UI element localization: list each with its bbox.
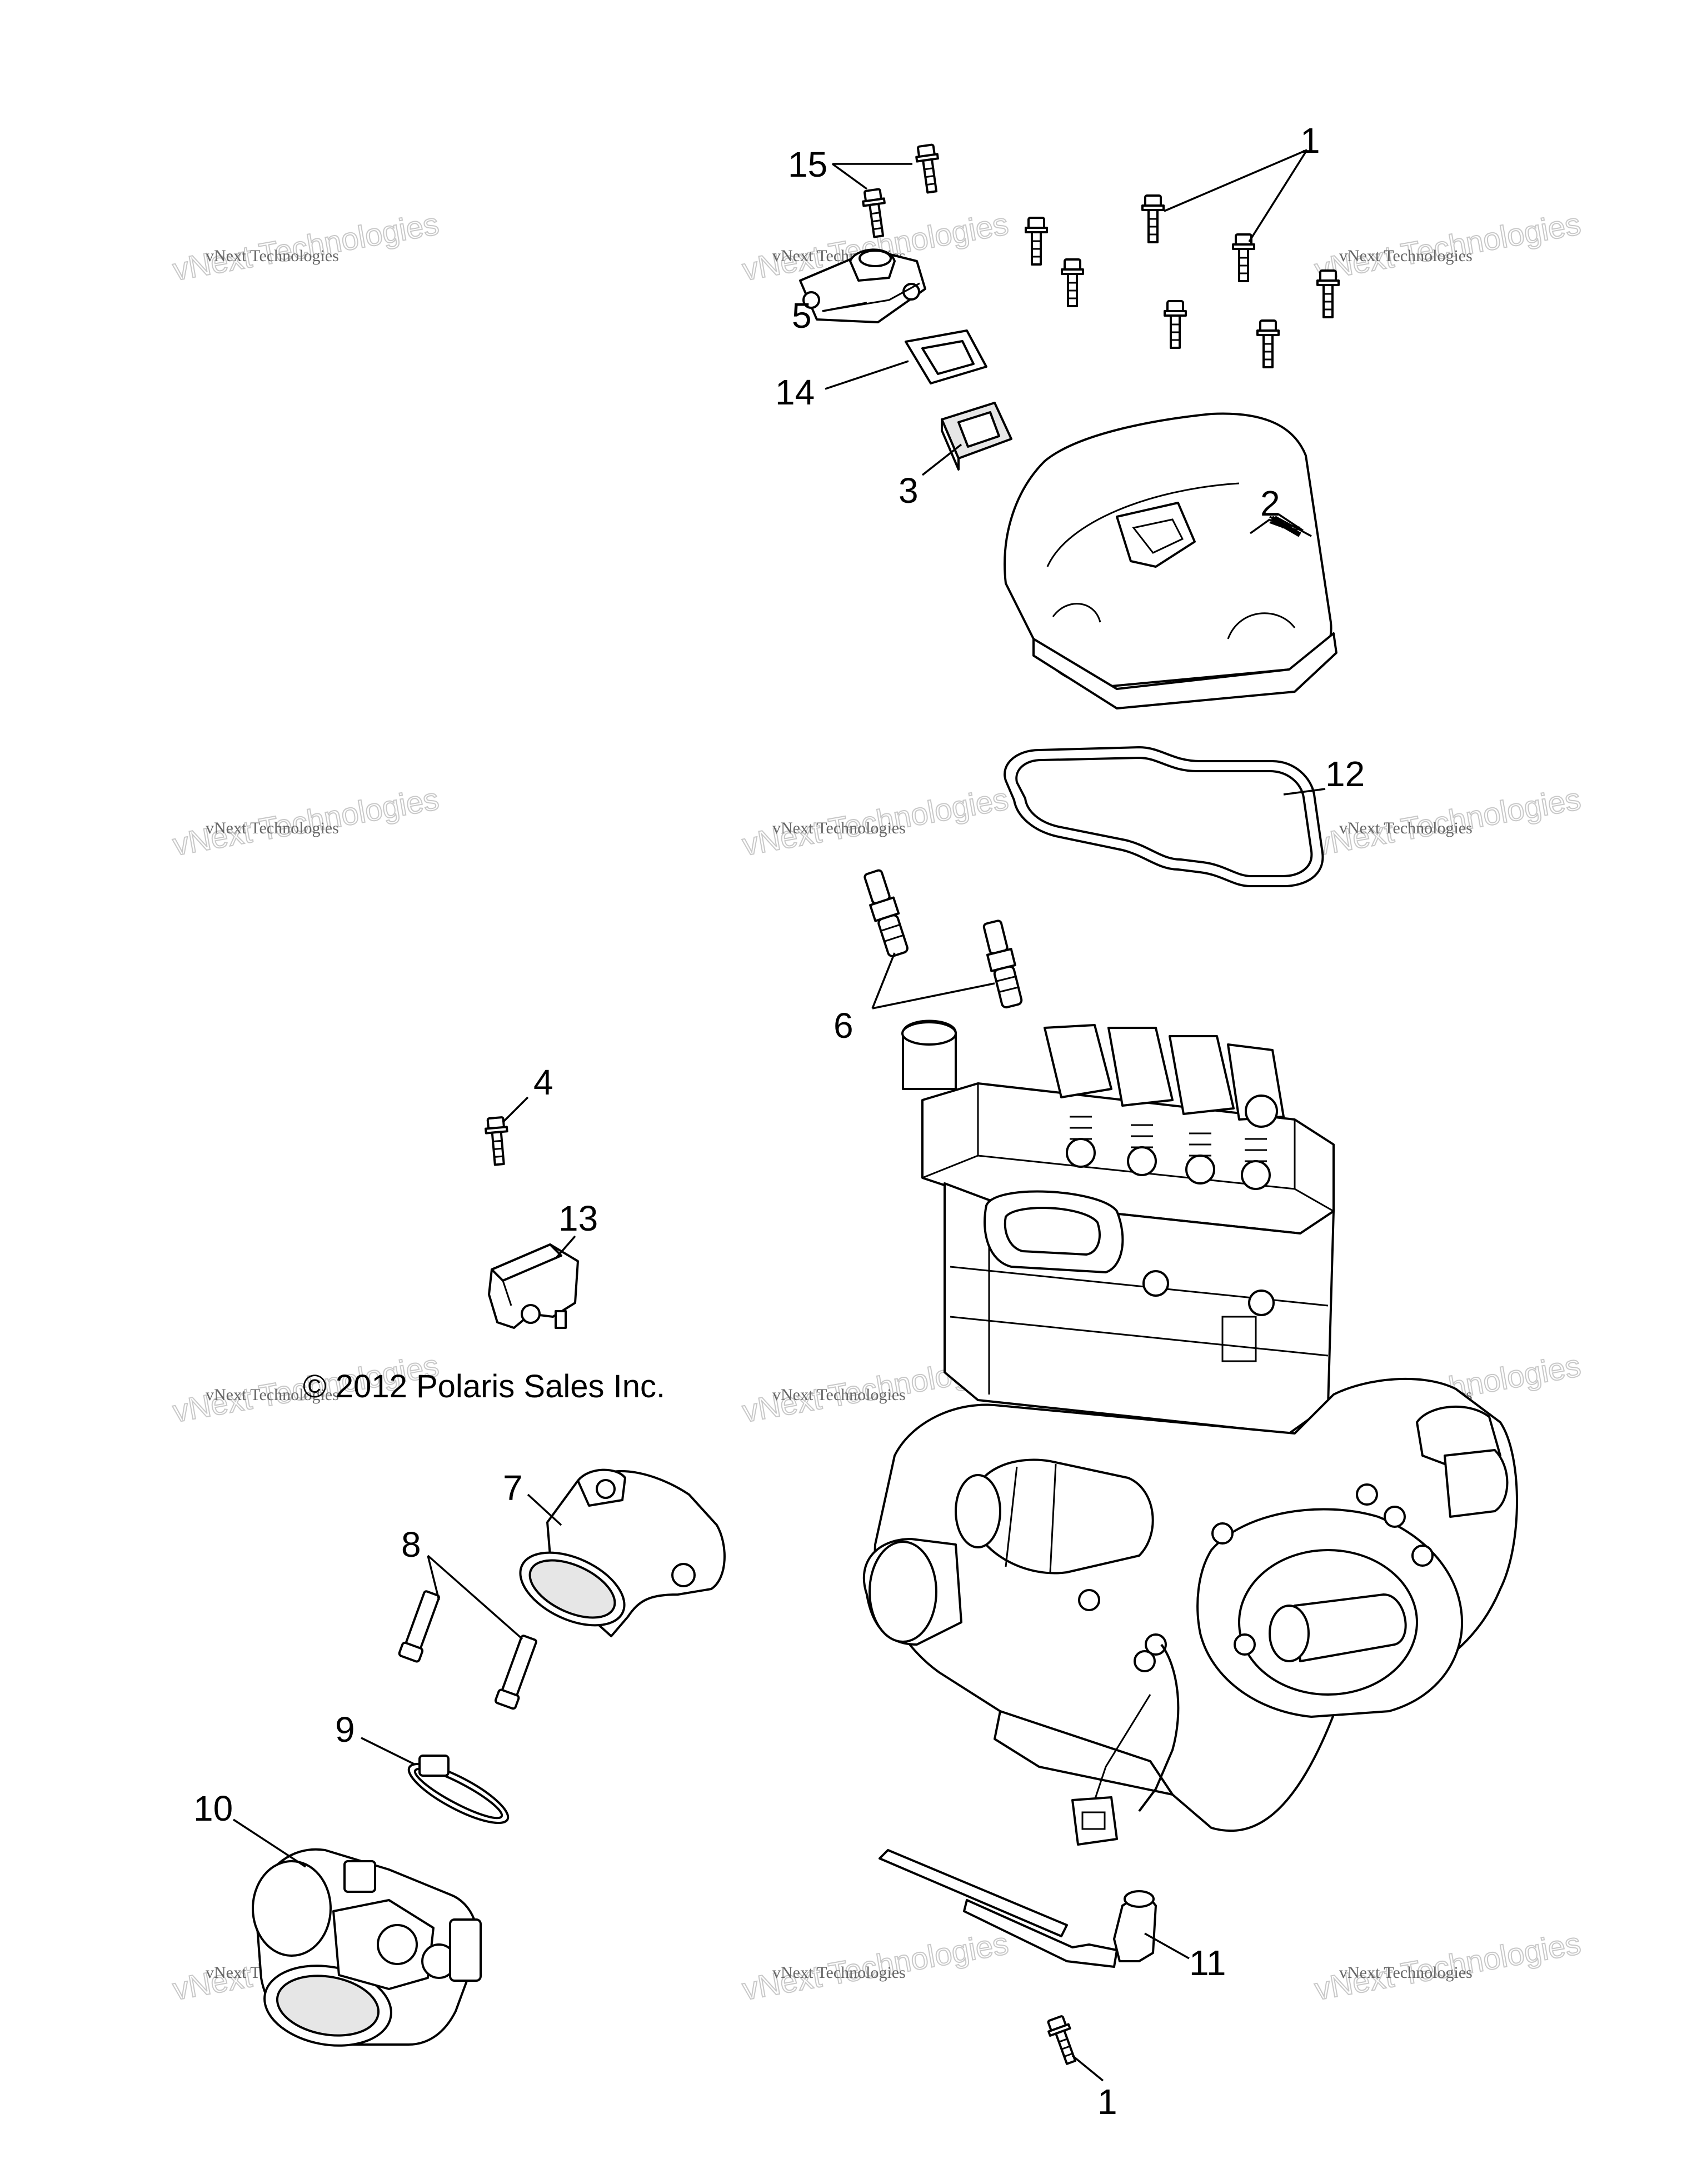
part-11-crank-sensor: 11 — [879, 1849, 1226, 1983]
watermark-12: vNext Technologies vNext Technologies — [1311, 1925, 1584, 2007]
part-8-manifold-bolts: 8 — [398, 1525, 537, 1710]
part-15-bolts: 15 — [788, 143, 944, 239]
part-10-throttle-body: 10 — [193, 1788, 482, 2047]
callout-12: 12 — [1325, 754, 1365, 794]
svg-text:vNext Technologies: vNext Technologies — [772, 1963, 906, 1982]
svg-text:vNext Technologies: vNext Technologies — [1339, 1963, 1473, 1982]
svg-text:vNext Technologies: vNext Technologies — [1339, 819, 1473, 837]
watermark-5: vNext Technologies vNext Technologies — [739, 781, 1011, 863]
svg-text:vNext Technologies: vNext Technologies — [206, 1386, 339, 1404]
svg-text:vNext Technologies: vNext Technologies — [772, 1386, 906, 1404]
part-14-gasket: 14 — [775, 329, 987, 412]
callout-14: 14 — [775, 372, 815, 412]
part-13-sensor: 13 — [488, 1198, 598, 1329]
watermark-4: vNext Technologies vNext Technologies — [169, 781, 442, 863]
part-7-intake-manifold: 7 — [503, 1468, 726, 1637]
callout-9: 9 — [335, 1710, 355, 1750]
callout-7: 7 — [503, 1468, 523, 1508]
watermark-11: vNext Technologies vNext Technologies — [739, 1925, 1011, 2007]
part-9-hose-clamp: 9 — [335, 1710, 510, 1825]
callout-13: 13 — [558, 1198, 598, 1238]
svg-text:vNext Technologies: vNext Technologies — [772, 819, 906, 837]
svg-text:vNext Technologies: vNext Technologies — [206, 819, 339, 837]
part-2-valve-cover: 2 — [1004, 412, 1337, 709]
callout-5: 5 — [792, 296, 812, 336]
engine-valvetrain — [1044, 1024, 1285, 1190]
part-1-cover-bolts: 1 — [1025, 121, 1340, 368]
callout-8: 8 — [401, 1525, 421, 1565]
watermark-3: vNext Technologies vNext Technologies — [1311, 206, 1584, 288]
part-12-cover-gasket: 12 — [1004, 746, 1365, 887]
part-3-filter: 3 — [899, 402, 1012, 511]
engine-assembly — [862, 1019, 1518, 1846]
callout-6: 6 — [833, 1006, 854, 1046]
copyright: © 2012 Polaris Sales Inc. — [303, 1368, 665, 1405]
part-5-breather-housing: 5 — [792, 248, 926, 336]
part-1-sensor-bolt: 1 — [1044, 2013, 1117, 2122]
part-6-spark-plugs: 6 — [833, 867, 1026, 1046]
callout-2: 2 — [1260, 483, 1280, 523]
watermark-1: vNext Technologies vNext Technologies — [169, 206, 442, 288]
callout-4: 4 — [533, 1062, 553, 1102]
watermarks: vNext Technologies vNext Technologies vN… — [169, 206, 1584, 2007]
part-4-bolt: 4 — [483, 1062, 553, 1167]
callout-3: 3 — [899, 471, 919, 511]
callout-1-bottom: 1 — [1097, 2082, 1117, 2122]
callout-1-top: 1 — [1300, 121, 1320, 161]
svg-text:vNext Technologies: vNext Technologies — [1339, 247, 1473, 265]
callout-10: 10 — [193, 1788, 233, 1828]
callout-11: 11 — [1189, 1943, 1226, 1983]
callout-15: 15 — [788, 144, 827, 184]
svg-text:vNext Technologies: vNext Technologies — [206, 247, 339, 265]
